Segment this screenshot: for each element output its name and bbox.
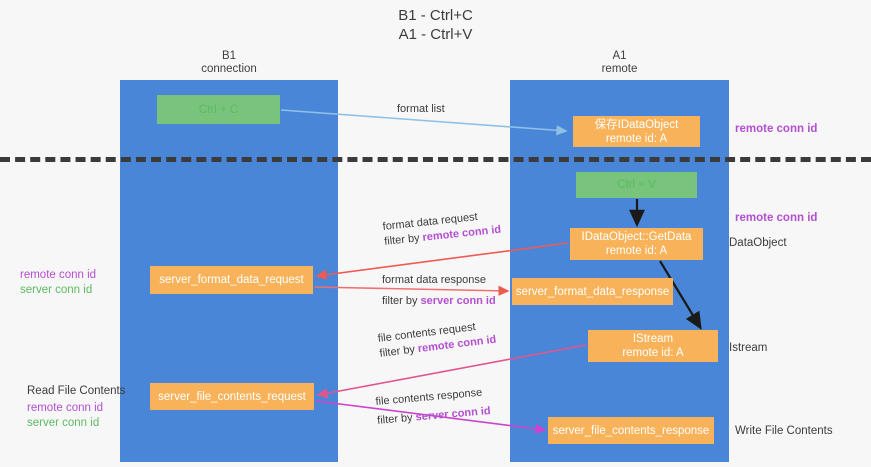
node-istream[interactable]: IStream remote id: A <box>588 330 718 362</box>
edge-label-format-data-response-line2: filter by server conn id <box>382 294 496 309</box>
annotation-dataobject: DataObject <box>729 237 787 249</box>
edge-label-fcres-prefix: filter by <box>376 411 417 427</box>
edge-label-format-data-request: format data request filter by remote con… <box>382 208 502 250</box>
annotation-write-file-contents: Write File Contents <box>735 425 833 437</box>
node-ctrl-c-label: Ctrl + C <box>198 103 239 116</box>
node-idataobject-getdata-label: IDataObject::GetData <box>581 231 692 243</box>
annotation-left-conn-ids-bottom: remote conn id server conn id <box>27 401 103 431</box>
node-save-idataobject-sub: remote id: A <box>605 132 668 145</box>
edge-label-fdres-prefix: filter by <box>382 295 421 307</box>
node-server-file-contents-request[interactable]: server_file_contents_request <box>150 383 314 410</box>
column-header-a1-role: remote <box>601 63 638 75</box>
phase-divider <box>0 157 871 162</box>
node-ctrl-v-label: Ctrl + V <box>617 179 656 191</box>
node-server-file-contents-request-label: server_file_contents_request <box>158 390 306 403</box>
node-server-format-data-response-label: server_format_data_response <box>515 285 670 298</box>
column-header-b1: B1 connection <box>120 50 338 76</box>
page-title: B1 - Ctrl+C A1 - Ctrl+V <box>0 6 871 44</box>
edge-label-fdreq-prefix: filter by <box>383 231 424 248</box>
node-ctrl-c[interactable]: Ctrl + C <box>157 95 280 124</box>
edge-label-fcres-value: server conn id <box>415 405 492 424</box>
edge-label-fdres-value: server conn id <box>420 295 496 307</box>
node-server-format-data-response[interactable]: server_format_data_response <box>512 278 673 305</box>
title-line-2: A1 - Ctrl+V <box>398 26 473 43</box>
edge-label-format-list: format list <box>397 102 445 117</box>
annotation-left-remote-conn-id: remote conn id <box>20 269 97 281</box>
annotation-left-remote-conn-id-2: remote conn id <box>27 402 104 414</box>
node-server-format-data-request-label: server_format_data_request <box>159 274 304 286</box>
column-header-b1-role: connection <box>201 63 257 75</box>
annotation-left-conn-ids-top: remote conn id server conn id <box>20 268 96 298</box>
column-header-a1-name: A1 <box>612 50 627 62</box>
node-save-idataobject[interactable]: 保存IDataObject remote id: A <box>573 116 700 147</box>
annotation-left-server-conn-id-2: server conn id <box>27 417 100 429</box>
column-header-a1: A1 remote <box>510 50 729 76</box>
annotation-istream: Istream <box>729 342 768 354</box>
annotation-remote-conn-id-top: remote conn id <box>735 123 818 135</box>
edge-label-file-contents-request: file contents request filter by remote c… <box>377 318 497 362</box>
node-server-file-contents-response-label: server_file_contents_response <box>552 424 710 437</box>
node-idataobject-getdata[interactable]: IDataObject::GetData remote id: A <box>570 228 703 260</box>
annotation-left-server-conn-id: server conn id <box>20 284 93 296</box>
node-istream-sub: remote id: A <box>622 347 684 359</box>
edge-label-format-data-response: format data response filter by server co… <box>382 273 496 309</box>
column-header-b1-name: B1 <box>221 50 237 62</box>
annotation-read-file-contents: Read File Contents <box>27 385 126 397</box>
node-istream-label: IStream <box>632 333 674 345</box>
edge-label-format-list-text: format list <box>397 103 445 115</box>
edge-label-fcreq-prefix: filter by <box>378 343 419 360</box>
node-save-idataobject-label: 保存IDataObject <box>594 118 679 131</box>
node-server-format-data-request[interactable]: server_format_data_request <box>150 266 313 294</box>
node-server-file-contents-response[interactable]: server_file_contents_response <box>548 417 714 444</box>
title-line-1: B1 - Ctrl+C <box>398 7 473 24</box>
edge-label-file-contents-response: file contents response filter by server … <box>375 385 491 429</box>
node-ctrl-v[interactable]: Ctrl + V <box>576 172 697 198</box>
annotation-remote-conn-id-mid: remote conn id <box>735 212 818 224</box>
edge-label-format-data-response-line1: format data response <box>382 274 486 286</box>
node-idataobject-getdata-sub: remote id: A <box>605 245 668 257</box>
